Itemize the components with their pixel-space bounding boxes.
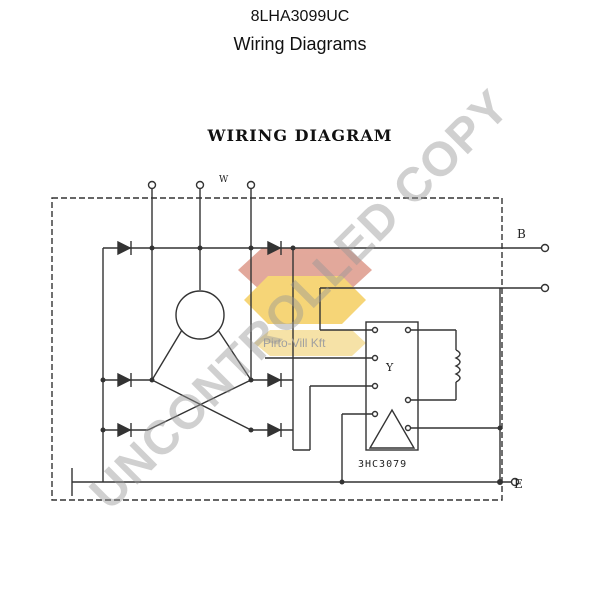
junction-dots <box>100 245 503 485</box>
terminal-posts <box>147 180 550 487</box>
rectifier-diodes <box>117 240 282 438</box>
regulator-pin-label: Y <box>386 361 394 374</box>
company-logo-text: Pirto-Vill Kft <box>263 336 326 350</box>
diagram-title: WIRING DIAGRAM <box>207 126 393 145</box>
product-code: 8LHA3099UC <box>250 8 350 25</box>
terminal-e-label: E <box>514 477 523 491</box>
company-logo <box>238 248 372 356</box>
alternator-housing <box>51 197 503 501</box>
stator-winding <box>175 290 225 340</box>
page-subtitle: Wiring Diagrams <box>233 34 367 54</box>
terminal-w-label: W <box>219 175 229 185</box>
regulator-chip-label: 3HC3079 <box>358 459 408 470</box>
terminal-b-label: B <box>517 227 526 241</box>
